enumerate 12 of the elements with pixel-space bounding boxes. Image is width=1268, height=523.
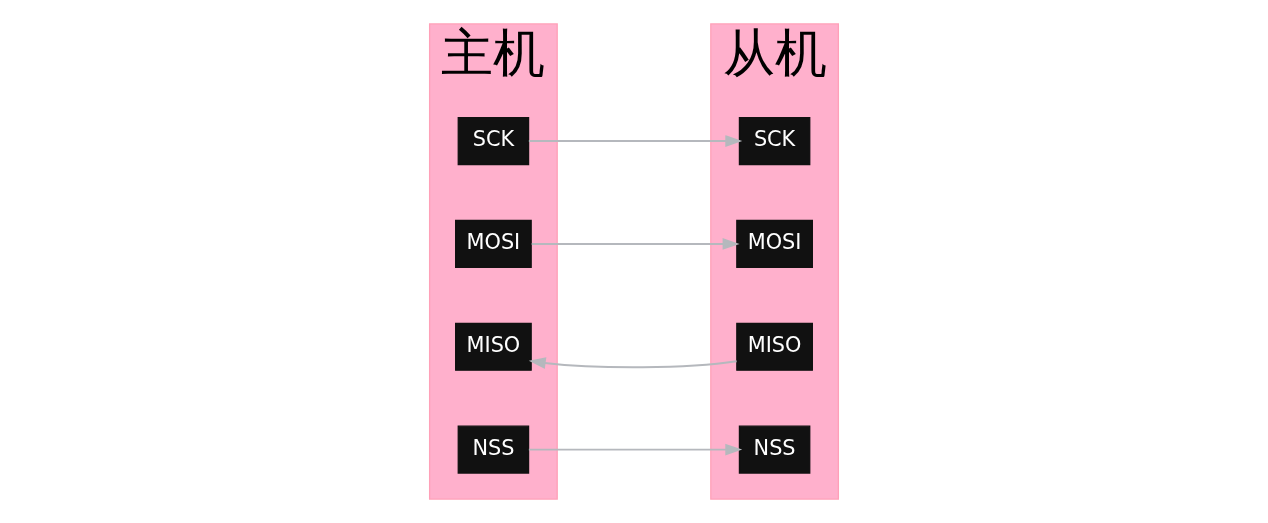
node-box: MOSI [455, 219, 532, 268]
arrow [530, 238, 740, 250]
node-box: MOSI [736, 219, 813, 268]
node-box: SCK [738, 117, 811, 166]
arrow [527, 443, 743, 456]
node-box: NSS [738, 425, 811, 474]
arrow [528, 357, 738, 369]
node-box: SCK [457, 117, 530, 166]
node-box: NSS [457, 425, 530, 474]
node-box: MISO [455, 322, 532, 371]
arrow [527, 135, 743, 147]
node-box: MISO [736, 322, 813, 371]
